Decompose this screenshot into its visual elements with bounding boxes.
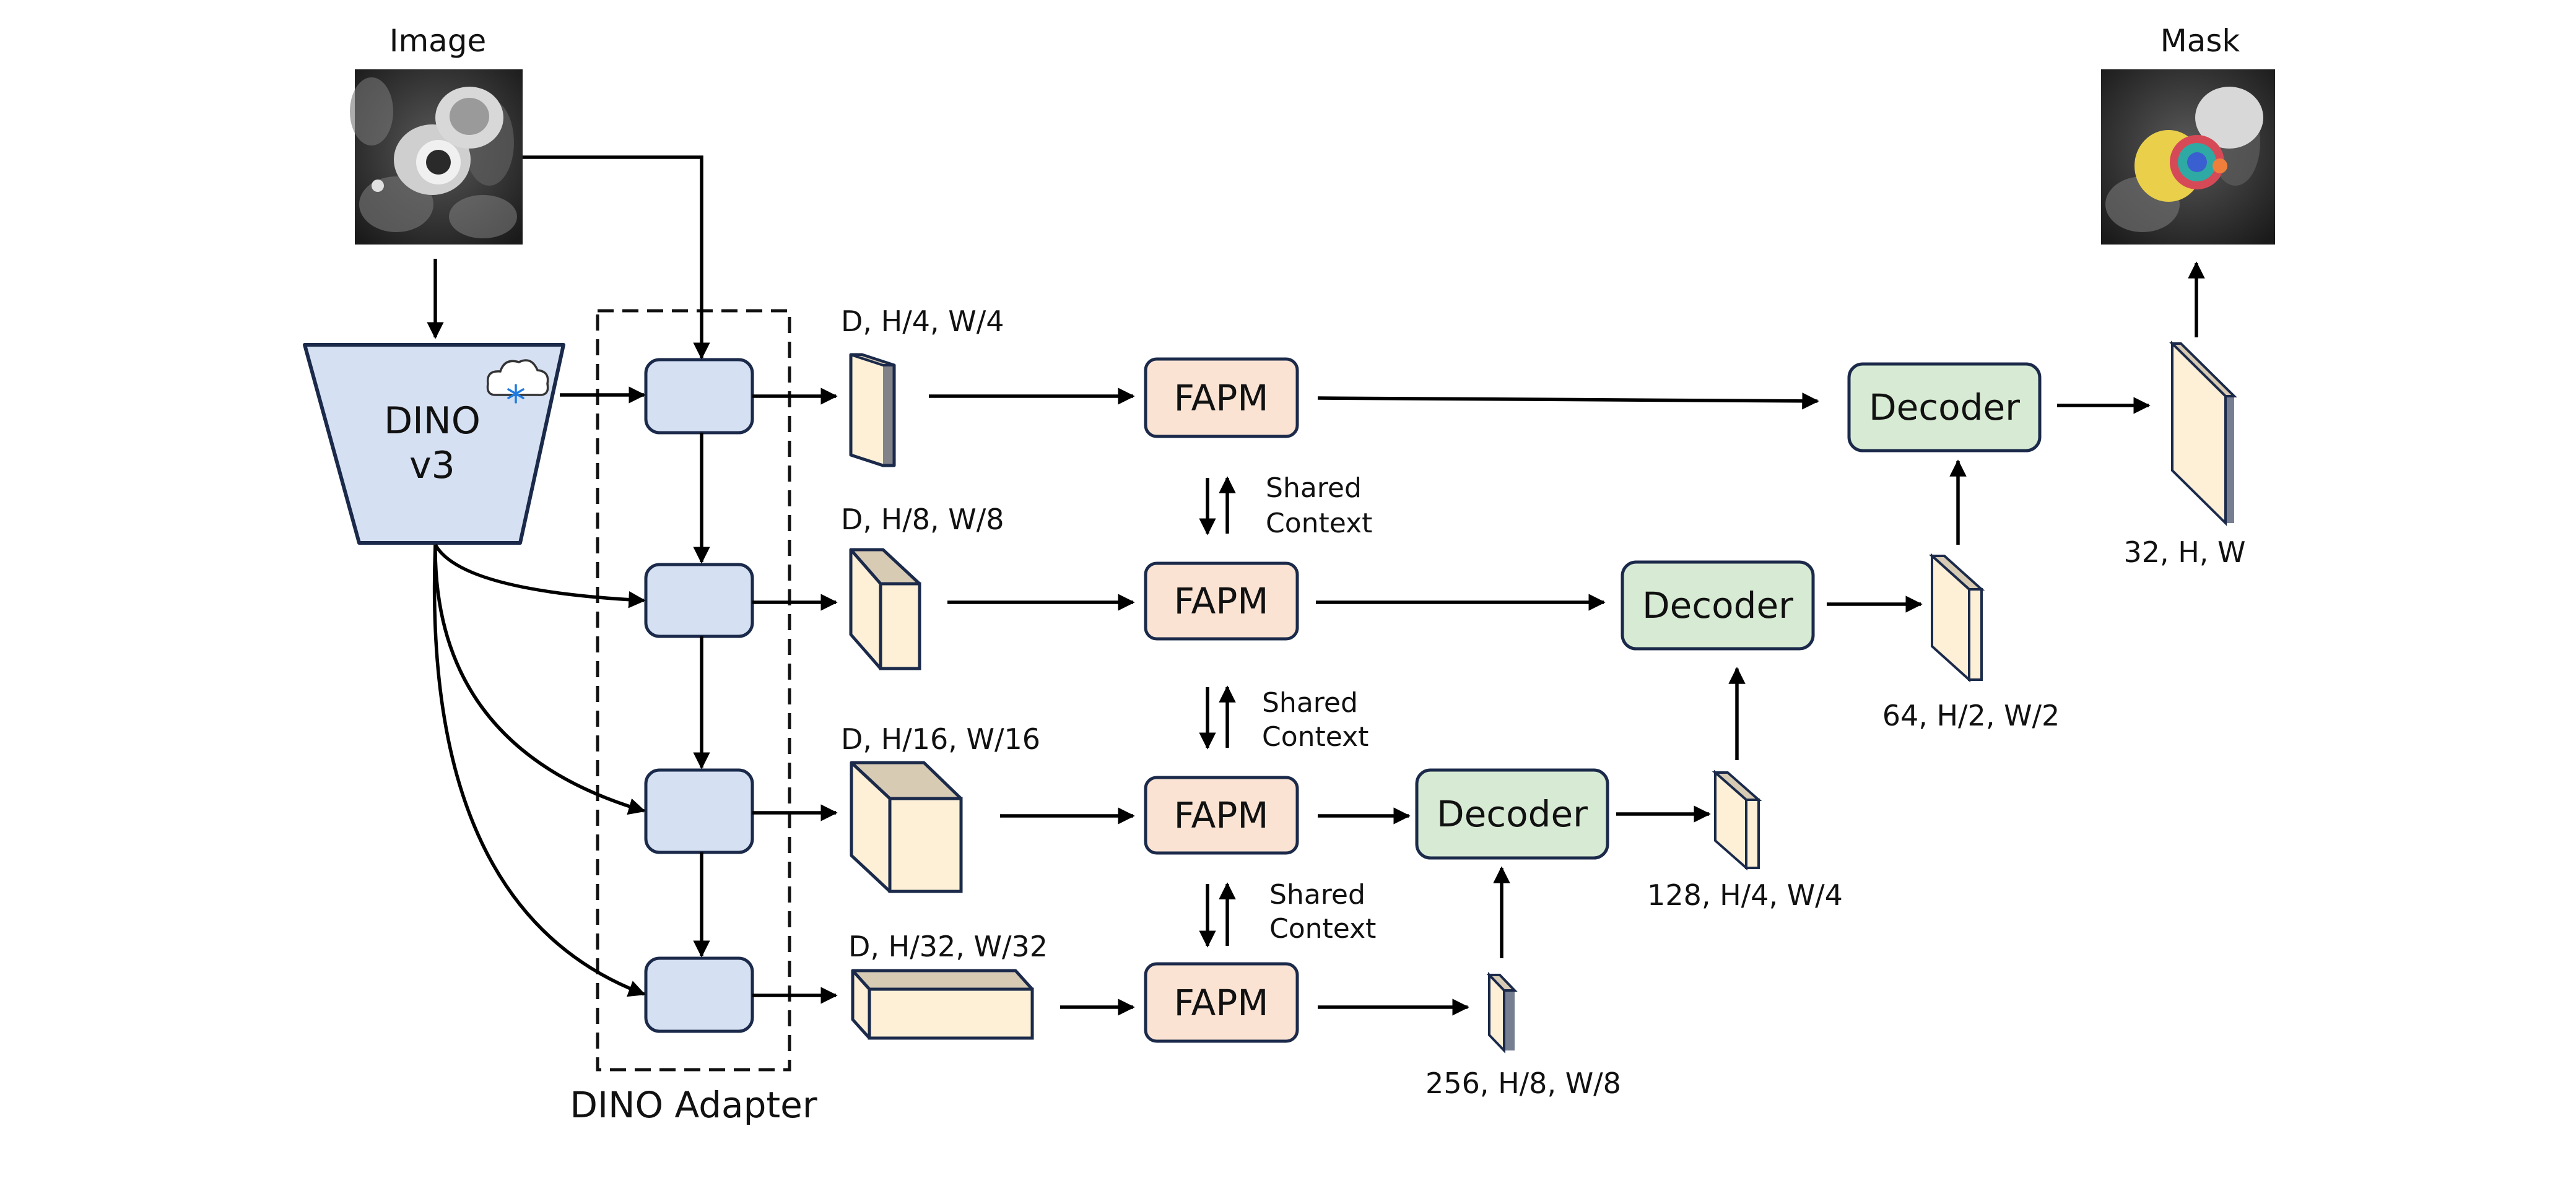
decoder-block-2 <box>1621 560 1815 651</box>
adapter-block-2 <box>644 563 754 638</box>
feature-cube-h4 <box>849 353 896 467</box>
backbone-label-line1: DINO <box>384 399 481 443</box>
output-mask-image <box>2101 69 2275 245</box>
fapm-block-4 <box>1144 962 1299 1043</box>
decoder-output-label-32: 32, H, W <box>2123 535 2245 569</box>
fapm-label-2: FAPM <box>1174 580 1269 622</box>
shared-context-3-line2: Context <box>1269 913 1376 945</box>
input-image-label: Image <box>389 23 487 59</box>
decoder-output-32 <box>2169 340 2237 526</box>
decoder-output-label-256: 256, H/8, W/8 <box>1425 1067 1621 1100</box>
decoder-output-256 <box>1486 972 1518 1054</box>
connectors <box>427 155 2205 1016</box>
backbone-label-line2: v3 <box>409 444 455 487</box>
adapter-blocks <box>644 358 754 1033</box>
decoder-block-1 <box>1847 362 2042 453</box>
decoder-blocks: Decoder Decoder Decoder <box>1415 362 2042 860</box>
decoder-label-2: Decoder <box>1642 584 1793 626</box>
frozen-snowflake-icon <box>486 359 549 404</box>
shared-context-1-line1: Shared <box>1266 472 1362 504</box>
decoder-output-64 <box>1928 553 1985 683</box>
shared-context-3: Shared Context <box>1199 879 1376 948</box>
dino-adapter-container <box>596 309 791 1072</box>
fapm-label-1: FAPM <box>1174 377 1269 419</box>
adapter-block-4 <box>644 956 754 1033</box>
fapm-block-2 <box>1144 561 1299 641</box>
decoder-block-3 <box>1415 768 1609 860</box>
dino-adapter-label: DINO Adapter <box>570 1084 817 1126</box>
adapter-block-3 <box>644 768 754 854</box>
feature-label-h8: D, H/8, W/8 <box>841 503 1004 536</box>
shared-context-3-line1: Shared <box>1269 879 1365 911</box>
feature-cube-h16 <box>850 761 963 893</box>
shared-context-1: Shared Context <box>1199 472 1372 539</box>
fapm-block-1 <box>1144 357 1299 438</box>
decoder-output-label-64: 64, H/2, W/2 <box>1882 699 2060 732</box>
shared-context-1-line2: Context <box>1266 508 1372 539</box>
fapm-label-4: FAPM <box>1174 982 1269 1024</box>
feature-label-h16: D, H/16, W/16 <box>841 722 1040 756</box>
decoder-label-1: Decoder <box>1869 386 2020 428</box>
decoder-output-128 <box>1712 769 1762 871</box>
shared-context-2-line2: Context <box>1262 721 1368 753</box>
output-mask-label: Mask <box>2160 23 2240 59</box>
shared-context-2: Shared Context <box>1199 685 1368 753</box>
input-mri-image <box>350 69 523 245</box>
feature-cube-h32 <box>851 969 1034 1040</box>
shared-context-2-line1: Shared <box>1262 687 1358 719</box>
feature-cube-h8 <box>849 548 921 670</box>
adapter-block-1 <box>644 358 754 435</box>
feature-label-h32: D, H/32, W/32 <box>848 930 1048 963</box>
decoder-label-3: Decoder <box>1437 793 1588 835</box>
fapm-label-3: FAPM <box>1174 794 1269 836</box>
feature-label-h4: D, H/4, W/4 <box>841 305 1004 338</box>
decoder-output-label-128: 128, H/4, W/4 <box>1647 878 1843 912</box>
fapm-block-3 <box>1144 776 1299 855</box>
fapm-blocks: FAPM FAPM FAPM FAPM <box>1144 357 1299 1043</box>
